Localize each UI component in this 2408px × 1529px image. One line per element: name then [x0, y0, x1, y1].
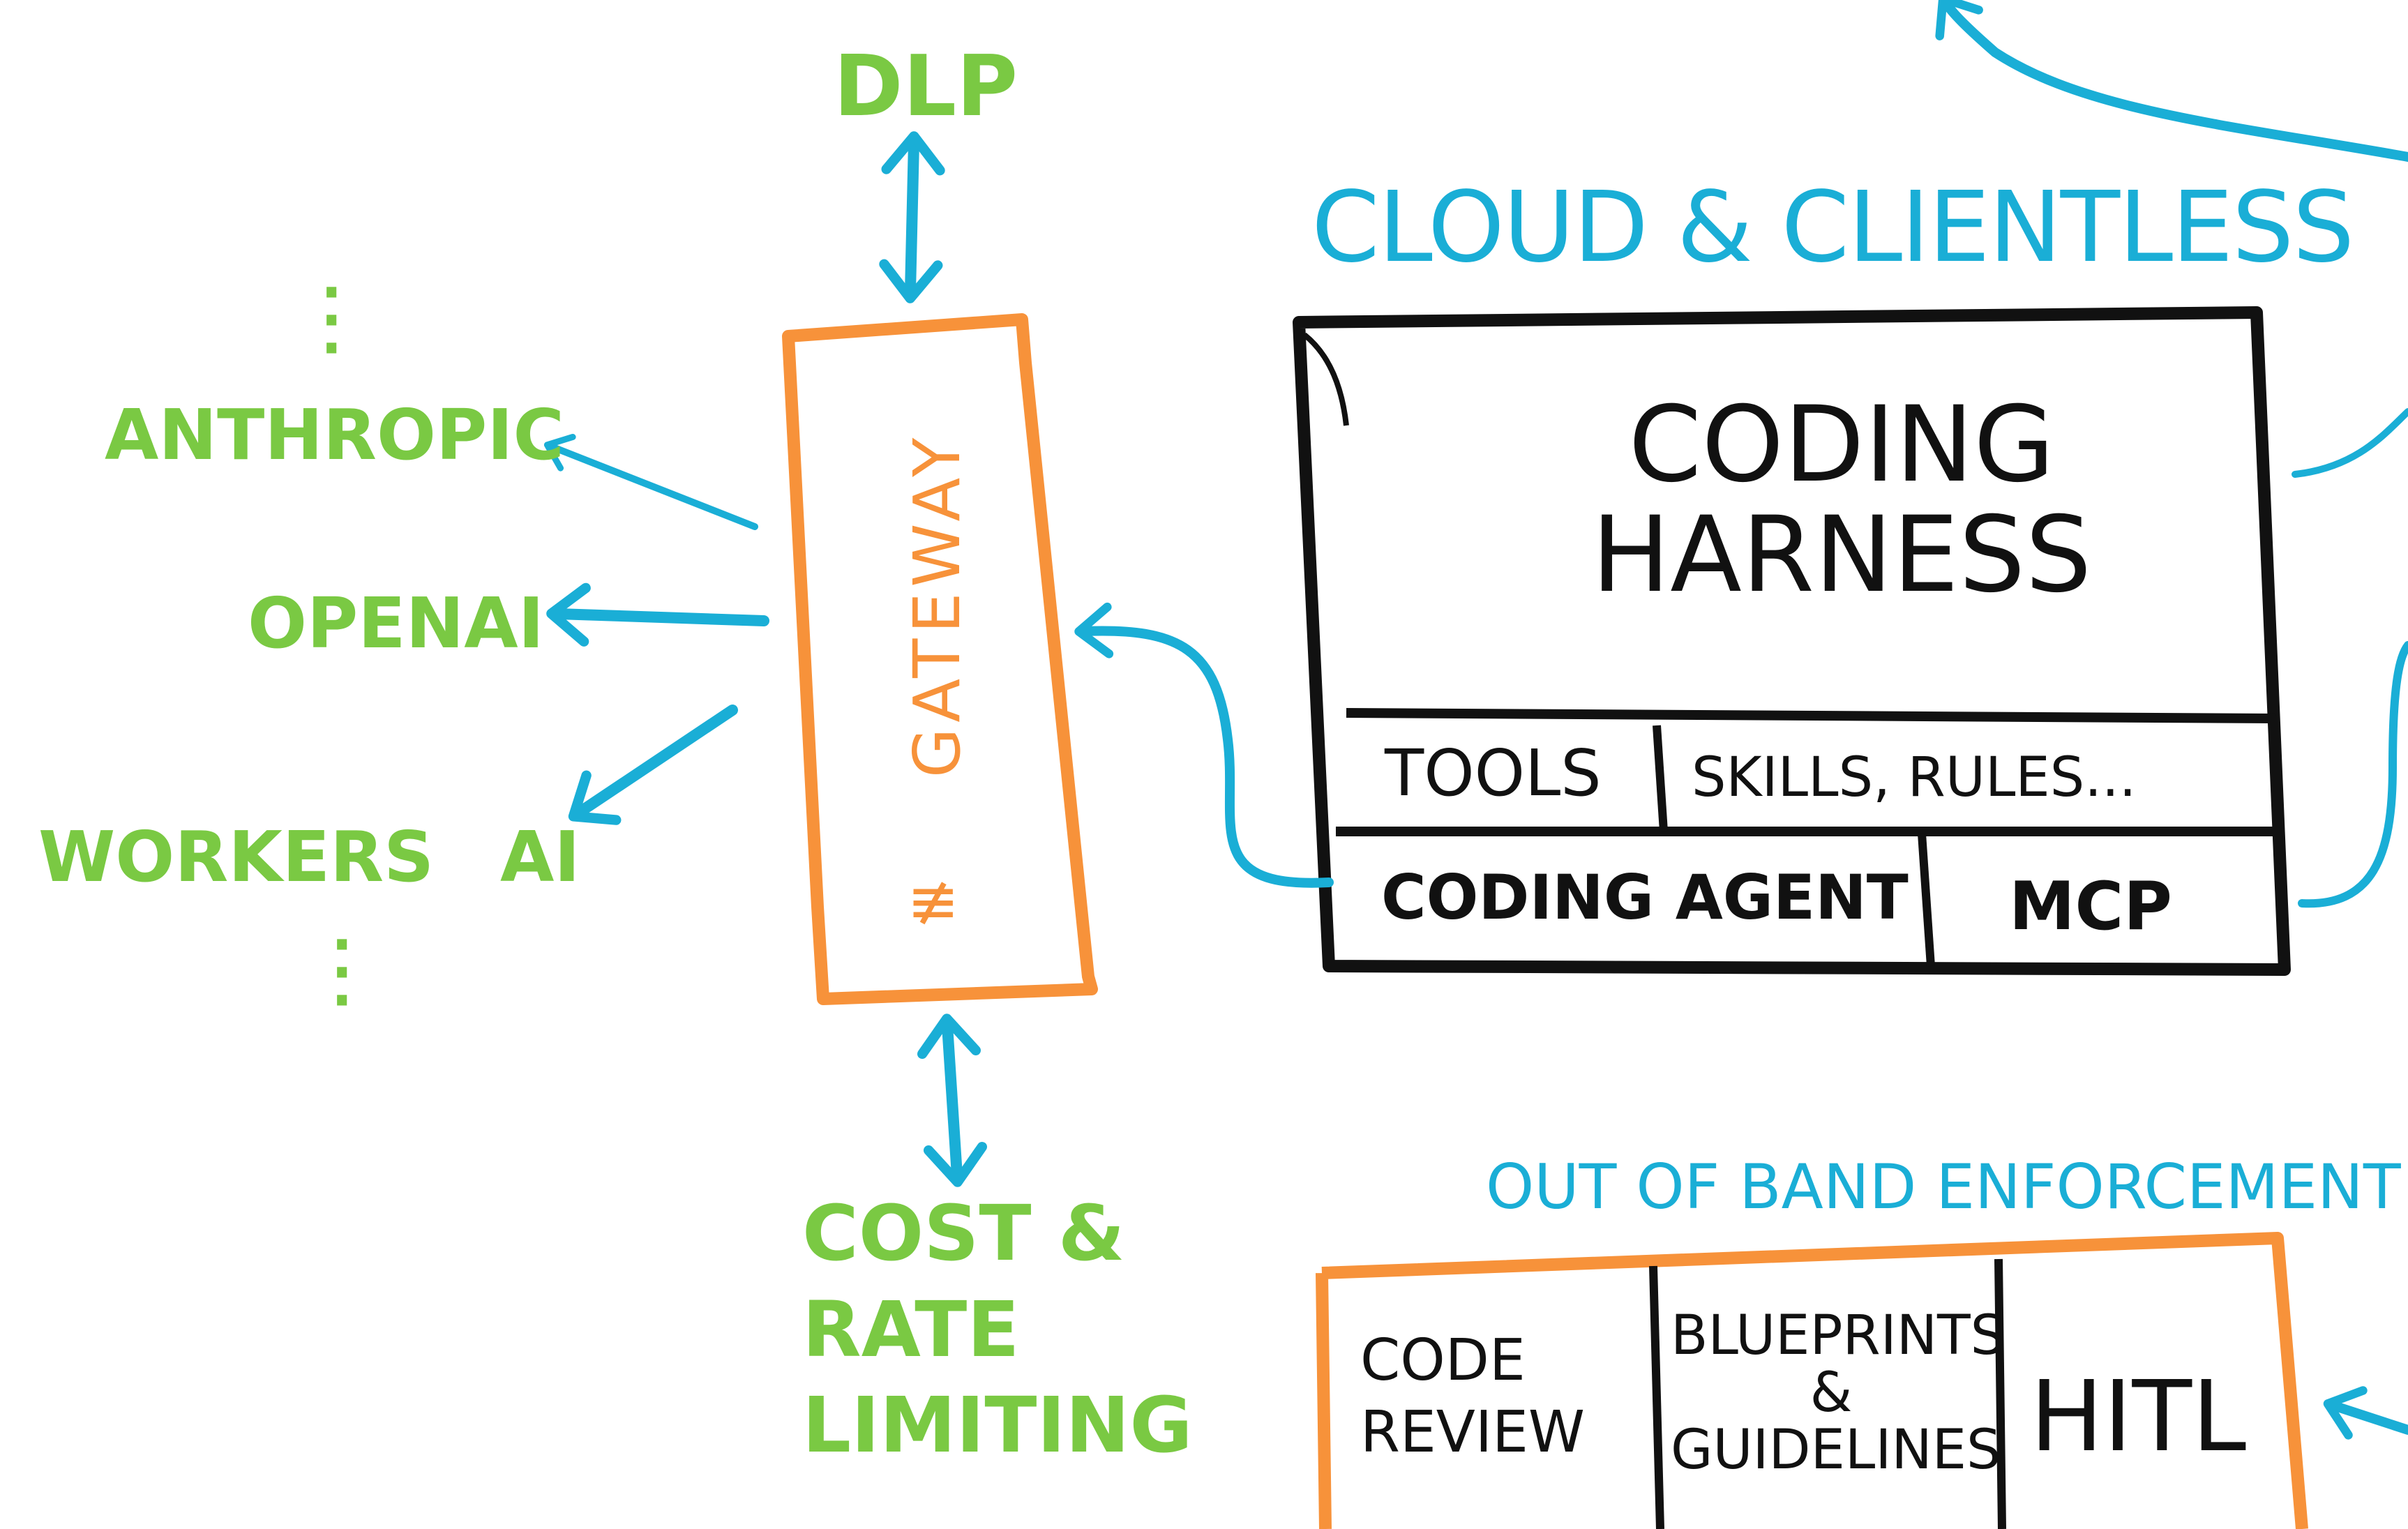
dlp-label: DLP — [834, 38, 1018, 135]
enforcement-title: OUT OF BAND ENFORCEMENT — [1486, 1151, 2401, 1223]
blueprints-cell[interactable]: BLUEPRINTS & GUIDELINES — [1671, 1304, 2006, 1482]
harness-corner-flourish — [1302, 332, 1349, 426]
ellipsis-bottom: ··· — [331, 912, 353, 1033]
gateway-openai-arrow — [546, 582, 769, 647]
harness-col-divider-mcp — [1918, 833, 1935, 967]
gateway-workers-arrow — [568, 705, 738, 825]
cloudflare-flame-icon: ≢ — [907, 865, 960, 938]
harness-col-divider-tools — [1653, 725, 1668, 832]
mcp-cell[interactable]: MCP — [2009, 868, 2172, 945]
harness-right-link — [2292, 408, 2408, 478]
ellipsis-top: ··· — [321, 260, 343, 381]
mcp-right-link — [2298, 641, 2408, 908]
harness-box[interactable] — [1293, 306, 2291, 976]
openai-label: OPENAI — [248, 582, 544, 664]
skills-rules-cell[interactable]: SKILLS, RULES... — [1692, 746, 2137, 809]
top-right-arrow — [1935, 0, 2408, 162]
enforcement-col-divider-2 — [1994, 1258, 2006, 1529]
hitl-cell[interactable]: HITL — [2030, 1360, 2247, 1474]
tools-cell[interactable]: TOOLS — [1385, 736, 1602, 811]
harness-row-divider-1 — [1346, 708, 2276, 723]
code-review-cell[interactable]: CODE REVIEW — [1360, 1327, 1585, 1466]
agent-gateway-arrow — [1074, 602, 1334, 888]
gateway-label: GATEWAY — [900, 432, 975, 778]
gateway-cost-arrow — [917, 1014, 988, 1187]
anthropic-label: ANTHROPIC — [105, 394, 564, 476]
harness-title: CODING HARNESS — [1591, 384, 2092, 616]
workers-ai-label: WORKERS AI — [38, 816, 580, 898]
gateway-anthropic-arrow — [543, 433, 758, 530]
cost-rate-label: COST & RATE LIMITING — [802, 1189, 1193, 1470]
enforcement-right-arrow — [2323, 1386, 2408, 1440]
coding-agent-cell[interactable]: CODING AGENT — [1381, 861, 1909, 933]
gateway-box[interactable] — [782, 313, 1098, 1005]
cloud-clientless-title: CLOUD & CLIENTLESS — [1311, 171, 2354, 285]
enforcement-box[interactable] — [1316, 1232, 2308, 1529]
enforcement-col-divider-1 — [1649, 1265, 1664, 1529]
dlp-gateway-arrow — [879, 131, 945, 303]
